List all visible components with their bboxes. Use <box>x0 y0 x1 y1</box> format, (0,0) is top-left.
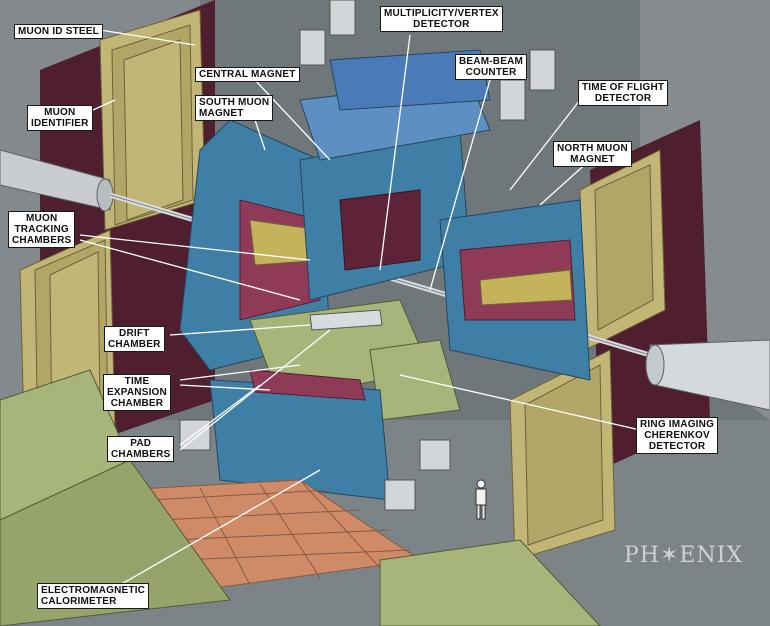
label-north-muon-magnet: NORTH MUON MAGNET <box>553 141 632 167</box>
label-beam-beam-counter: BEAM-BEAM COUNTER <box>455 54 528 80</box>
north-muon-magnet <box>439 199 591 381</box>
label-muon-tracking-chambers: MUON TRACKING CHAMBERS <box>8 211 76 248</box>
label-south-muon-magnet: SOUTH MUON MAGNET <box>195 95 274 121</box>
floor-platforms <box>0 369 601 626</box>
label-time-of-flight-detector: TIME OF FLIGHT DETECTOR <box>578 80 669 106</box>
label-ring-imaging-cherenkov-detector: RING IMAGING CHERENKOV DETECTOR <box>636 417 719 454</box>
muon-id-steel-left <box>99 9 206 231</box>
central-magnet <box>299 49 491 301</box>
label-electromagnetic-calorimeter: ELECTROMAGNETIC CALORIMETER <box>37 583 150 609</box>
label-time-expansion-chamber: TIME EXPANSION CHAMBER <box>103 374 171 411</box>
label-central-magnet: CENTRAL MAGNET <box>195 67 300 82</box>
pad-chamber-boxes <box>179 0 556 511</box>
south-muon-magnet <box>179 119 331 371</box>
central-arm-lower <box>209 369 391 501</box>
label-muon-identifier: MUON IDENTIFIER <box>27 105 93 131</box>
phenix-logo: PH✶ENIX <box>624 543 744 568</box>
label-pad-chambers: PAD CHAMBERS <box>107 436 175 462</box>
label-drift-chamber: DRIFT CHAMBER <box>104 326 165 352</box>
label-muon-id-steel: MUON ID STEEL <box>14 24 103 39</box>
human-figure <box>475 479 487 520</box>
muon-id-steel-right <box>509 149 666 561</box>
label-multiplicity-vertex-detector: MULTIPLICITY/VERTEX DETECTOR <box>380 6 503 32</box>
